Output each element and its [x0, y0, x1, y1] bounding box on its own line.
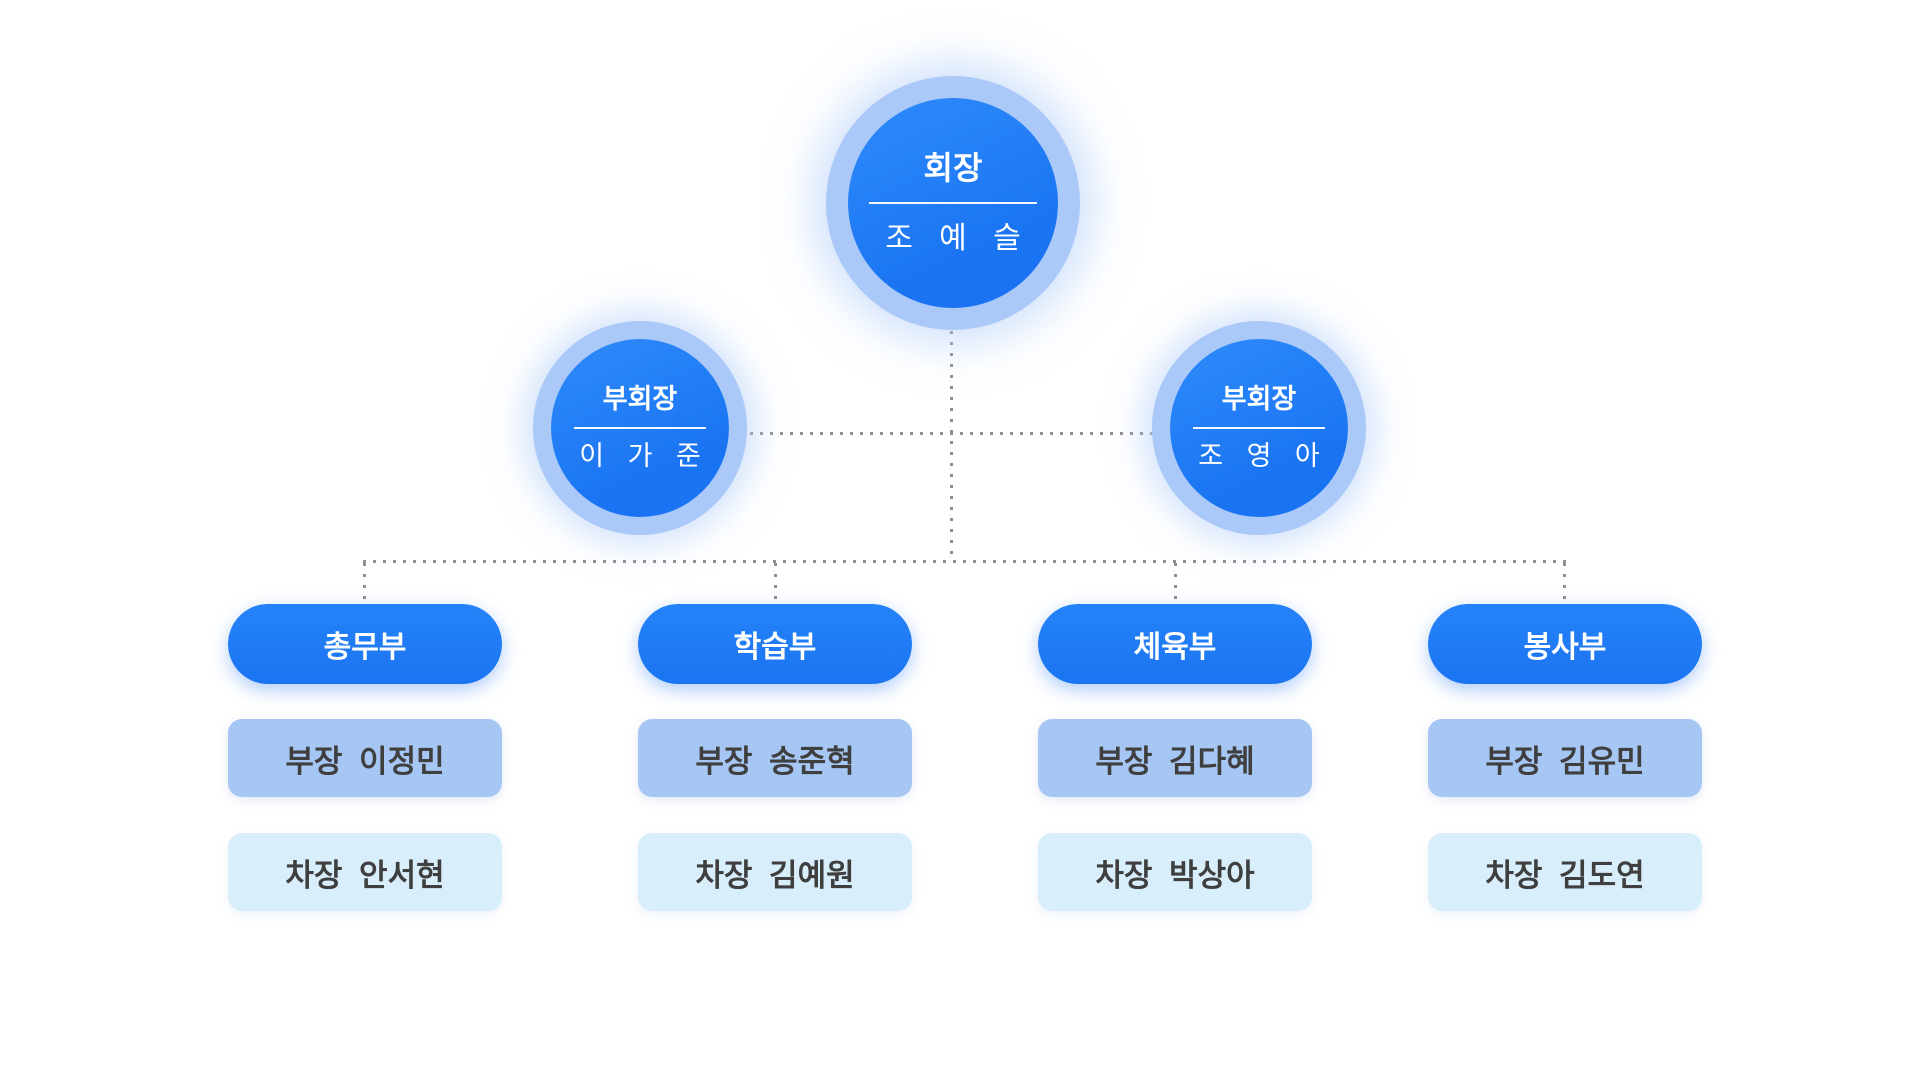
department-head-box: 부장 송준혁	[638, 719, 912, 797]
vice-president-divider	[574, 426, 706, 429]
department-head-box: 부장 김다혜	[1038, 719, 1312, 797]
department-name: 총무부	[323, 631, 407, 664]
department-name: 체육부	[1133, 631, 1217, 664]
department-deputy-label: 차장 김도연	[1485, 857, 1645, 893]
connector-stub-dept-3	[1174, 563, 1177, 603]
department-deputy-box: 차장 안서현	[228, 833, 502, 911]
department-deputy-label: 차장 김예원	[695, 857, 855, 893]
department-pill: 총무부	[228, 604, 502, 684]
department-column-2: 학습부 부장 송준혁 차장 김예원	[638, 604, 912, 911]
connector-president-vertical	[950, 320, 953, 562]
vice-president-name: 이 가 준	[579, 440, 709, 471]
department-name: 봉사부	[1523, 631, 1607, 664]
department-deputy-box: 차장 김도연	[1428, 833, 1702, 911]
department-head-label: 부장 김유민	[1485, 743, 1645, 779]
president-name: 조 예 슬	[885, 221, 1030, 255]
department-pill: 봉사부	[1428, 604, 1702, 684]
vice-president-node-right: 부회장 조 영 아	[1170, 339, 1348, 517]
president-divider	[869, 201, 1037, 204]
department-deputy-box: 차장 김예원	[638, 833, 912, 911]
department-pill: 체육부	[1038, 604, 1312, 684]
department-head-label: 부장 이정민	[285, 743, 445, 779]
connector-vice-presidents-horizontal	[740, 432, 1166, 435]
connector-stub-dept-4	[1563, 563, 1566, 603]
department-column-1: 총무부 부장 이정민 차장 안서현	[228, 604, 502, 911]
department-head-box: 부장 이정민	[228, 719, 502, 797]
department-head-box: 부장 김유민	[1428, 719, 1702, 797]
department-name: 학습부	[733, 631, 817, 664]
department-head-label: 부장 김다혜	[1095, 743, 1255, 779]
connector-stub-dept-2	[774, 563, 777, 603]
department-head-label: 부장 송준혁	[695, 743, 855, 779]
connector-departments-horizontal	[363, 560, 1567, 563]
department-column-3: 체육부 부장 김다혜 차장 박상아	[1038, 604, 1312, 911]
vice-president-title: 부회장	[602, 383, 678, 414]
department-pill: 학습부	[638, 604, 912, 684]
department-deputy-label: 차장 박상아	[1095, 857, 1255, 893]
president-node: 회장 조 예 슬	[848, 98, 1058, 308]
vice-president-title: 부회장	[1221, 383, 1297, 414]
department-deputy-label: 차장 안서현	[285, 857, 445, 893]
department-column-4: 봉사부 부장 김유민 차장 김도연	[1428, 604, 1702, 911]
president-title: 회장	[923, 150, 983, 187]
connector-stub-dept-1	[363, 563, 366, 603]
vice-president-name: 조 영 아	[1198, 440, 1328, 471]
vice-president-divider	[1193, 426, 1325, 429]
vice-president-node-left: 부회장 이 가 준	[551, 339, 729, 517]
department-deputy-box: 차장 박상아	[1038, 833, 1312, 911]
